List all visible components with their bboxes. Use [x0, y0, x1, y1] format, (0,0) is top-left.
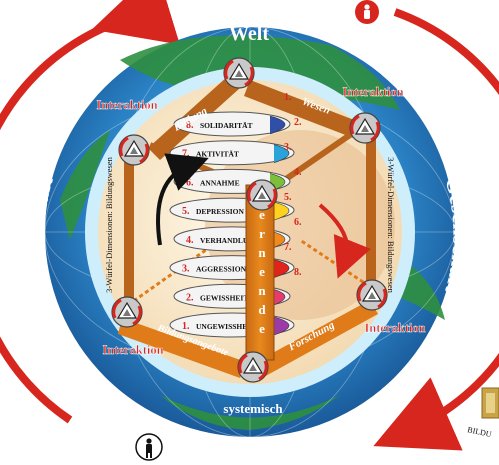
- spiral-level-number: 1.: [182, 321, 190, 332]
- label-interaktion-tr: Interaktion: [342, 85, 403, 99]
- cube-icon: [237, 351, 269, 383]
- cube-icon: [349, 112, 381, 144]
- svg-text:BILDU: BILDU: [467, 425, 493, 439]
- center-column: [245, 184, 275, 361]
- spiral-level-label: AGGRESSION: [196, 265, 247, 274]
- bar-left-vertical: [124, 148, 134, 308]
- spiral-right-number: 3.: [284, 142, 292, 153]
- spiral-right-number: 2.: [294, 117, 302, 128]
- cube-nodes: [111, 57, 388, 383]
- spiral-right-number: 6.: [294, 217, 302, 228]
- bar-bottom-left: [118, 318, 246, 378]
- spiral-level-label: ANNAHME: [200, 178, 240, 187]
- spiral-right-number: 8.: [294, 267, 302, 278]
- spiral-level-label: GEWISSHEIT: [200, 293, 248, 302]
- label-interaktion-br: Interaktion: [364, 321, 425, 335]
- spiral-right-number: 1.: [284, 92, 292, 103]
- cube-icon: [356, 279, 388, 311]
- spiral-level-number: 3.: [182, 264, 190, 275]
- label-interaktion-tl: Interaktion: [96, 98, 157, 112]
- spiral-level: 3. AGGRESSION: [169, 255, 295, 281]
- spiral-level-number: 5.: [182, 206, 190, 217]
- cube-icon: [111, 296, 143, 328]
- spiral-right-number: 5.: [284, 192, 292, 203]
- spiral-level-label: SOLIDARITÄT: [200, 121, 253, 130]
- spiral-level-label: UNGEWISSHEIT: [196, 322, 255, 331]
- outer-arrow-right: [373, 8, 499, 451]
- spiral-level: 8. SOLIDARITÄT: [173, 111, 291, 137]
- cube-icon: [246, 179, 278, 211]
- spiral-level-number: 4.: [186, 235, 194, 246]
- person-icon-top: [355, 0, 379, 24]
- label-dimension-right: 3-Würfel-Dimensionen: Bildungswesen: [386, 157, 396, 293]
- spiral-level: 7. AKTIVITÄT: [169, 140, 295, 166]
- spiral-level-number: 7.: [182, 149, 190, 160]
- label-dimension-left: 3-Würfel-Dimensionen: Bildungswesen: [104, 156, 114, 292]
- red-curve-arrow: [318, 203, 371, 279]
- spiral-level-number: 2.: [186, 292, 194, 303]
- spiral-level-number: 8.: [186, 120, 194, 131]
- bar-bottom-right: [256, 300, 378, 378]
- spiral-level-label: DEPRESSION: [196, 207, 245, 216]
- bar-top-right: [244, 80, 362, 139]
- cube-icon: [118, 134, 150, 166]
- cube-icon: [223, 57, 255, 89]
- bar-right-vertical: [366, 128, 376, 293]
- label-systemisch: systemisch: [223, 401, 283, 416]
- label-welt: Welt: [229, 23, 269, 45]
- spiral-right-number: 4.: [294, 167, 302, 178]
- label-interaktion-bl: Interaktion: [102, 343, 163, 357]
- spiral-level-number: 6.: [186, 177, 194, 188]
- black-curve-arrow: [156, 153, 209, 246]
- spiral-right-number: 7.: [284, 242, 292, 253]
- spiral-level-label: VERHANDLUNG: [200, 236, 260, 245]
- spiral-ribbon: 1. UNGEWISSHEIT 2. GEWISSHEIT 3. AGGRESSION 4.…: [169, 92, 302, 338]
- person-icon-bottom: [135, 433, 163, 461]
- outer-arrow-left: [0, 0, 180, 424]
- spiral-level-label: AKTIVITÄT: [196, 150, 239, 159]
